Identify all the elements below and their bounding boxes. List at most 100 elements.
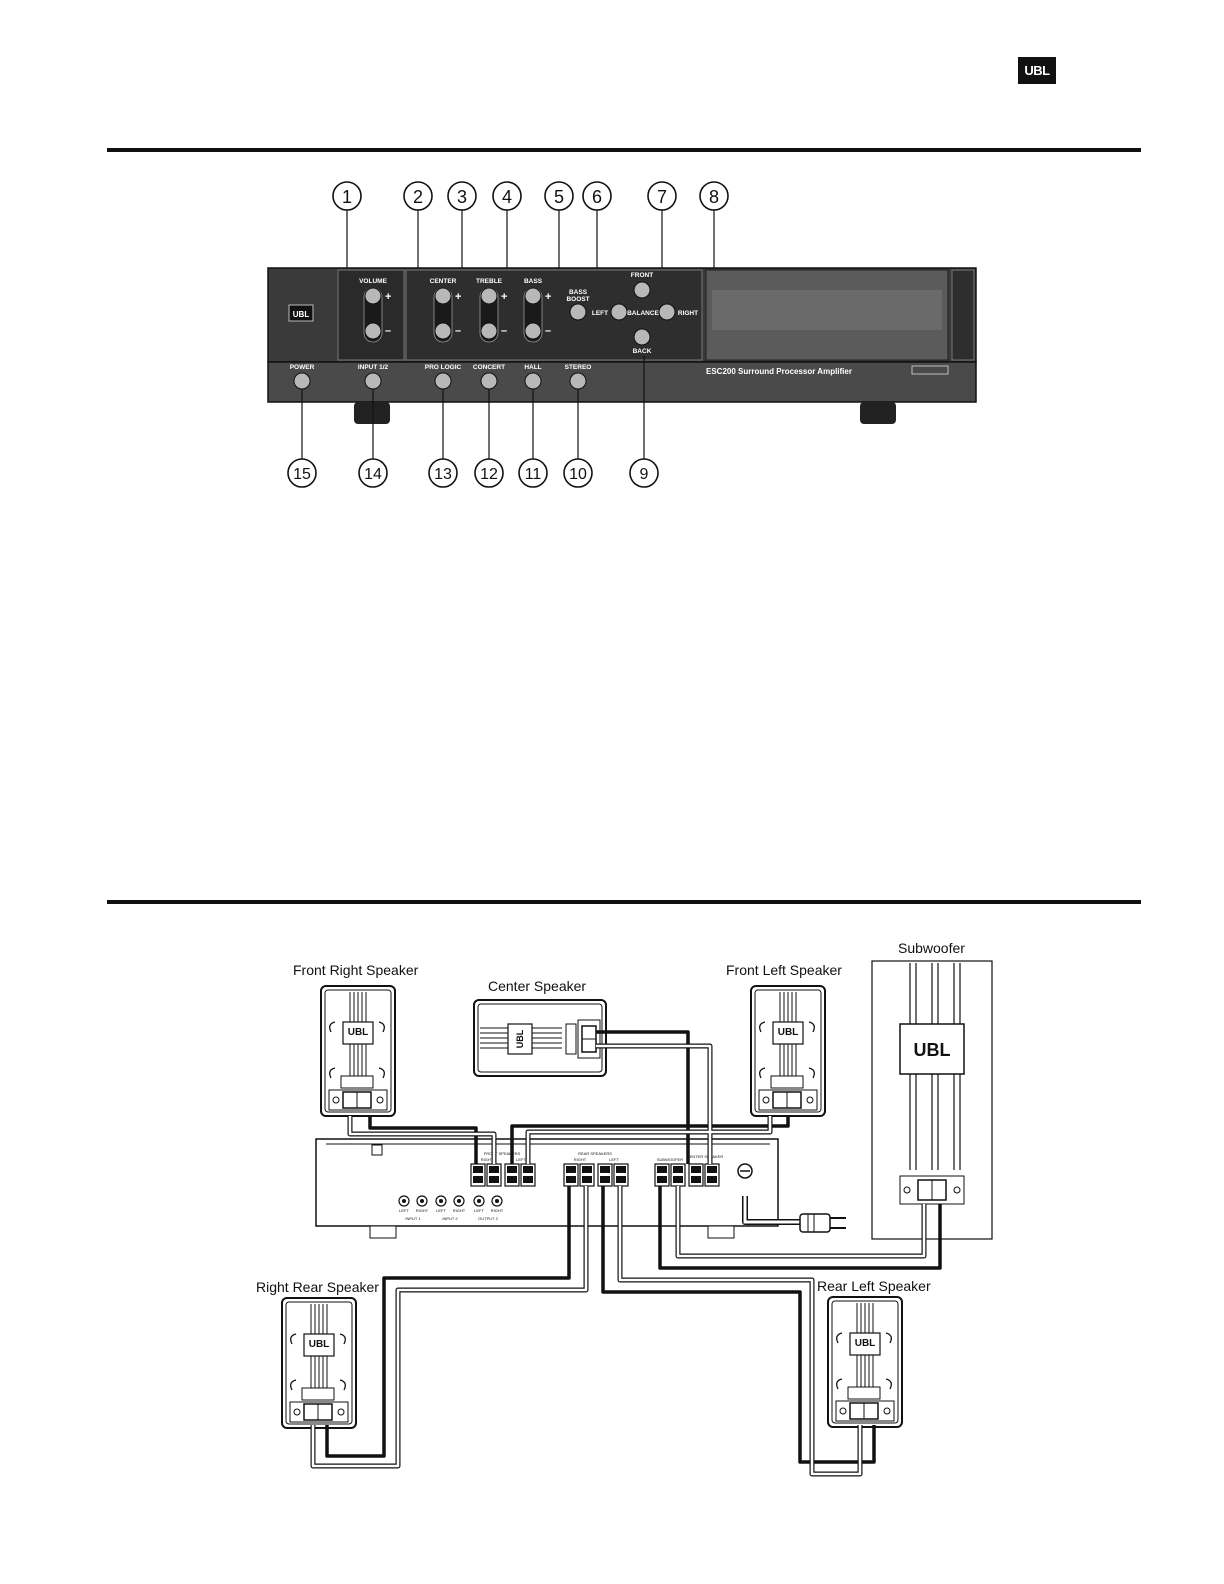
callout-14	[358, 458, 388, 488]
callout-10	[563, 458, 593, 488]
callout-9	[629, 458, 659, 488]
balance-front-button[interactable]	[633, 281, 651, 299]
rear-label-center-speaker: CENTER SPEAKER	[687, 1154, 724, 1159]
front-left-badge: UBL	[778, 1027, 799, 1038]
label-pro-logic: PRO LOGIC	[425, 364, 462, 371]
volume-down-button[interactable]	[364, 322, 382, 340]
callouts-top	[332, 181, 729, 211]
rear-label-front-left: LEFT	[516, 1157, 526, 1162]
wires-double-outer	[310, 1043, 927, 1477]
balance-back-button[interactable]	[633, 328, 651, 346]
wires-double-inner	[311, 1044, 926, 1476]
subwoofer-badge: UBL	[914, 1040, 951, 1060]
rear-label-rear-right: RIGHT	[574, 1157, 587, 1162]
callouts-bottom	[287, 458, 659, 488]
concert-button[interactable]	[480, 372, 498, 390]
bass-boost-button[interactable]	[569, 303, 587, 321]
treble-down-button[interactable]	[480, 322, 498, 340]
dolby-mark	[911, 365, 949, 375]
volume-minus: –	[385, 325, 391, 337]
rear-label-rear-speakers: REAR SPEAKERS	[578, 1151, 612, 1156]
treble-up-button[interactable]	[480, 287, 498, 305]
foot-right	[860, 402, 896, 424]
label-bass-boost-1: BASS	[569, 289, 588, 296]
pro-logic-button[interactable]	[434, 372, 452, 390]
jbl-logo: UBL	[1018, 57, 1056, 84]
rear-label-front-speakers: FRONT SPEAKERS	[484, 1151, 521, 1156]
jack-label-1l: LEFT	[399, 1208, 409, 1213]
bass-up-button[interactable]	[524, 287, 542, 305]
foot-left	[354, 402, 390, 424]
callout-11	[518, 458, 548, 488]
treble-plus: +	[501, 291, 507, 303]
leader-lines-bottom	[301, 356, 645, 460]
callout-13-label: 13	[434, 466, 452, 483]
balance-left-button[interactable]	[610, 303, 628, 321]
panel-bottom-strip	[267, 361, 977, 403]
callout-12	[474, 458, 504, 488]
callout-2-label: 2	[413, 187, 423, 207]
callout-13	[428, 458, 458, 488]
callout-9-label: 9	[640, 466, 649, 483]
label-front-left-speaker: Front Left Speaker	[726, 962, 842, 978]
control-bay	[405, 269, 703, 361]
label-volume: VOLUME	[359, 278, 387, 285]
jack-label-2l: LEFT	[436, 1208, 446, 1213]
label-rear-left-speaker: Rear Left Speaker	[817, 1278, 931, 1294]
center-badge: UBL	[515, 1029, 525, 1048]
bass-down-button[interactable]	[524, 322, 542, 340]
label-input: INPUT 1/2	[358, 364, 389, 371]
jack-label-2r: RIGHT	[453, 1208, 466, 1213]
rear-label-subwoofer: SUBWOOFER	[657, 1157, 683, 1162]
jack-label-input1: INPUT 1	[405, 1216, 421, 1221]
input-button[interactable]	[364, 372, 382, 390]
power-plug	[799, 1213, 846, 1233]
callout-4-label: 4	[502, 187, 512, 207]
label-front: FRONT	[631, 272, 653, 279]
callout-11-label: 11	[525, 466, 542, 483]
center-plus: +	[455, 291, 461, 303]
logo-text: UBL	[1024, 63, 1050, 78]
amplifier-rear	[315, 1138, 779, 1239]
rear-label-rear-left: LEFT	[609, 1157, 619, 1162]
callout-6-label: 6	[592, 187, 602, 207]
label-bass-boost-2: BOOST	[566, 296, 589, 303]
balance-right-button[interactable]	[658, 303, 676, 321]
label-front-right-speaker: Front Right Speaker	[293, 962, 419, 978]
bass-minus: –	[545, 325, 551, 337]
callout-3-label: 3	[457, 187, 467, 207]
rear-left-badge: UBL	[855, 1338, 876, 1349]
label-center: CENTER	[430, 278, 457, 285]
amp-terminals	[470, 1163, 720, 1187]
jack-label-3l: LEFT	[474, 1208, 484, 1213]
label-power: POWER	[290, 364, 315, 371]
jack-label-output2: OUTPUT 2	[478, 1216, 498, 1221]
rear-label-front-right: RIGHT	[481, 1157, 494, 1162]
callout-7-label: 7	[657, 187, 667, 207]
jack-label-1r: RIGHT	[416, 1208, 429, 1213]
treble-minus: –	[501, 325, 507, 337]
panel-buttons	[293, 281, 676, 390]
panel-badge	[288, 304, 314, 322]
center-speaker	[473, 999, 607, 1077]
label-treble: TREBLE	[476, 278, 503, 285]
stereo-button[interactable]	[569, 372, 587, 390]
hall-button[interactable]	[524, 372, 542, 390]
label-concert: CONCERT	[473, 364, 505, 371]
volume-up-button[interactable]	[364, 287, 382, 305]
front-left-speaker	[750, 985, 826, 1117]
display-glare	[712, 290, 942, 330]
label-back: BACK	[633, 348, 652, 355]
right-rear-speaker	[281, 1297, 357, 1429]
power-button[interactable]	[293, 372, 311, 390]
label-left: LEFT	[592, 310, 608, 317]
callout-14-label: 14	[364, 466, 382, 483]
callout-12-label: 12	[480, 466, 498, 483]
label-stereo: STEREO	[565, 364, 592, 371]
label-subwoofer: Subwoofer	[898, 940, 965, 956]
callout-15	[287, 458, 317, 488]
center-up-button[interactable]	[434, 287, 452, 305]
wires-black	[325, 1030, 942, 1464]
jack-label-input2: INPUT 2	[442, 1216, 458, 1221]
center-down-button[interactable]	[434, 322, 452, 340]
